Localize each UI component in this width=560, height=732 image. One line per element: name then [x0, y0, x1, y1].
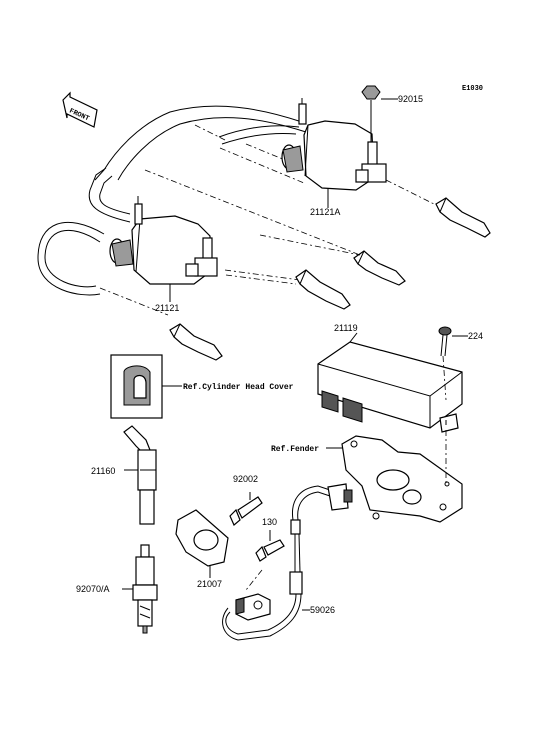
plug-cap-upper-right — [435, 197, 491, 238]
fender-bracket: Ref.Fender — [271, 435, 463, 523]
plug-cap-middle — [353, 250, 406, 286]
part-label-21121A: 21121A — [310, 207, 340, 217]
bolt-224: 224 — [438, 326, 483, 401]
part-label-92002: 92002 — [233, 474, 258, 484]
part-label-21007: 21007 — [197, 579, 222, 589]
timing-rotor-21007: 21007 — [175, 509, 229, 589]
part-label-130: 130 — [262, 517, 277, 527]
part-label-21119: 21119 — [334, 323, 358, 333]
igniter-unit — [317, 341, 463, 433]
nut-92015: 92015 — [361, 85, 423, 142]
cylinder-head-cover-ref-box: Ref.Cylinder Head Cover — [110, 354, 294, 419]
ignition-coil-upper — [94, 98, 387, 191]
part-label-92070A: 92070/A — [76, 584, 110, 594]
diagram-code: E1030 — [462, 85, 483, 93]
part-label-59026: 59026 — [310, 605, 335, 615]
part-label-224: 224 — [468, 331, 483, 341]
front-arrow-icon: FRONT — [62, 91, 98, 128]
plug-cap-lower-left — [169, 323, 223, 361]
plug-cap-lower-middle — [295, 269, 351, 310]
part-label-21160: 21160 — [91, 466, 115, 476]
part-label-92015: 92015 — [398, 94, 423, 104]
screw-92002: 92002 — [229, 474, 263, 526]
spark-plug-92070A: 92070/A — [76, 544, 158, 634]
pickup-coil-59026: 59026 — [222, 483, 353, 641]
ignition-coil-lower — [37, 167, 218, 296]
ref-fender: Ref.Fender — [271, 445, 319, 454]
part-label-21121: 21121 — [155, 303, 179, 313]
screw-130: 130 — [255, 517, 285, 562]
ref-cylinder-head-cover: Ref.Cylinder Head Cover — [183, 383, 294, 392]
spark-plug-cap-21160: 21160 — [91, 425, 157, 525]
